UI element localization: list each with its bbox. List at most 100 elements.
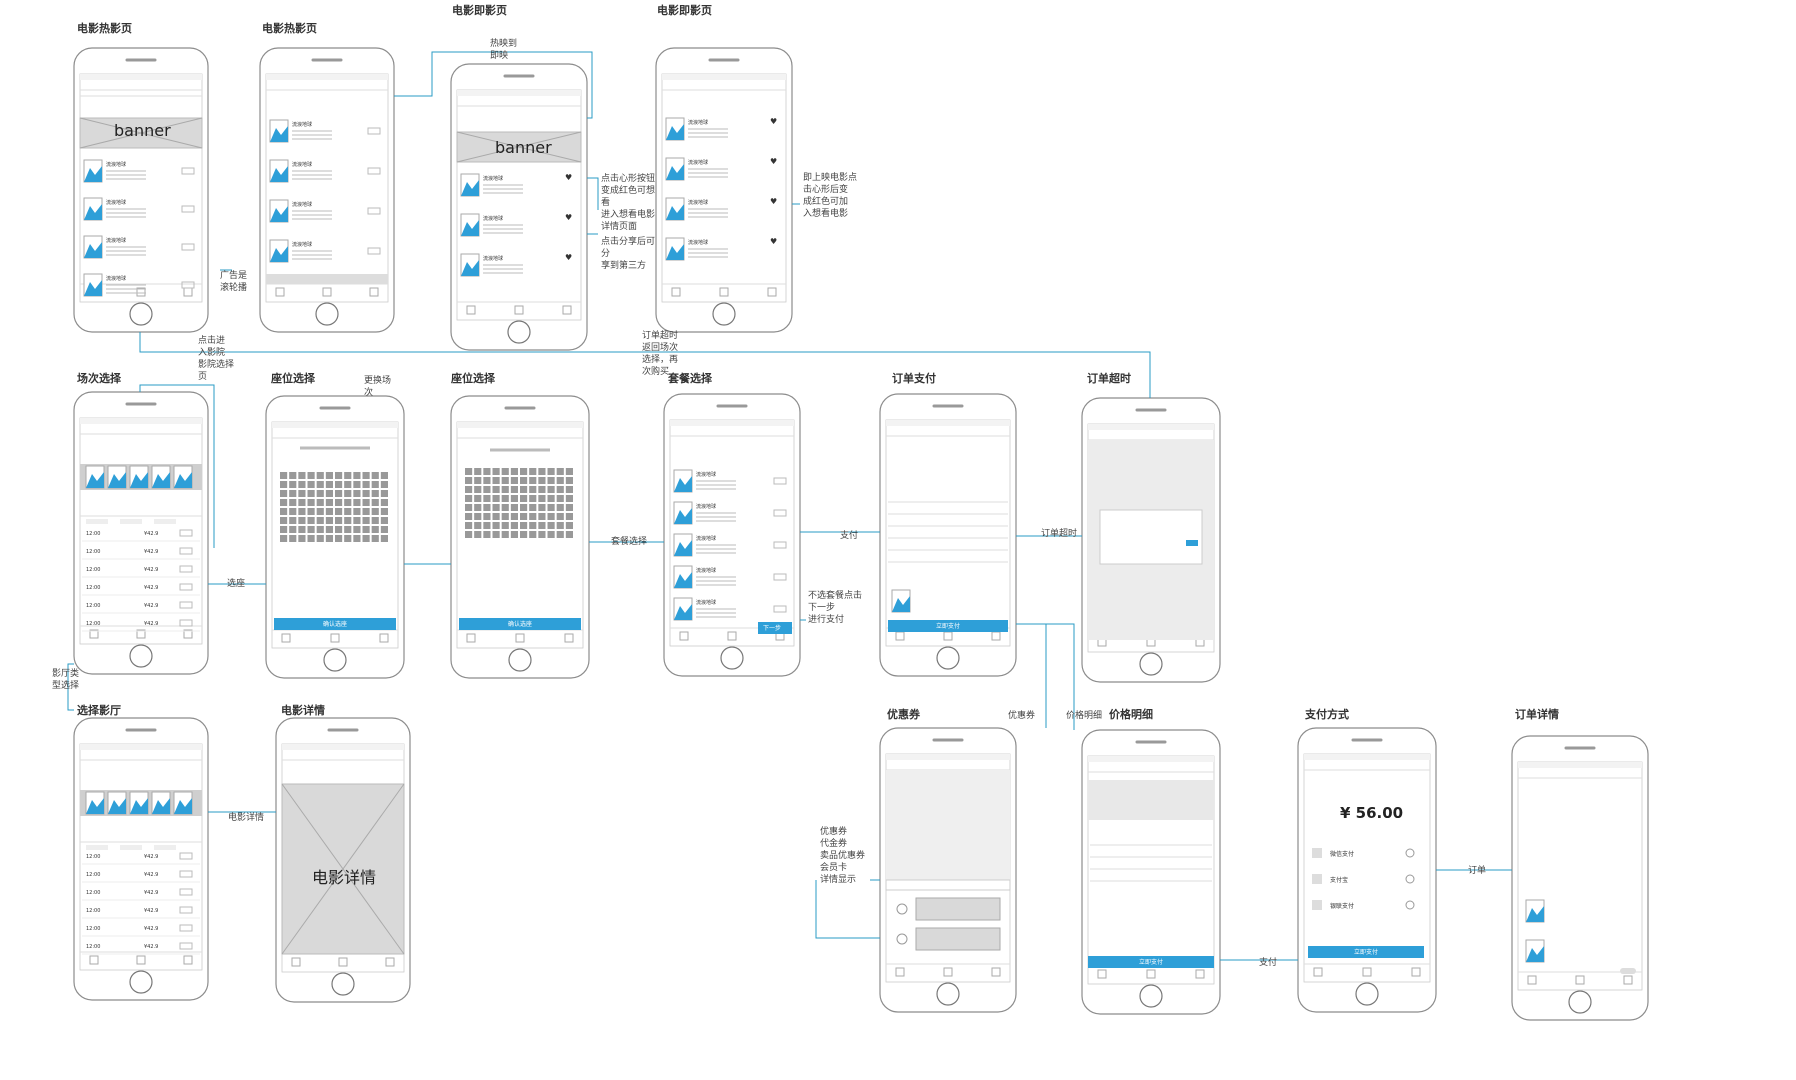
title-detail: 电影详情 bbox=[281, 704, 325, 717]
coupon-radio bbox=[896, 933, 908, 945]
paymethod-label: 银联支付 bbox=[1330, 902, 1354, 910]
seat bbox=[556, 468, 564, 475]
connector-to-price bbox=[1016, 623, 1075, 730]
seat bbox=[335, 517, 343, 524]
movie-poster-img bbox=[270, 166, 288, 182]
strip-poster-img bbox=[152, 798, 170, 814]
movie-poster-img bbox=[270, 126, 288, 142]
strip-poster-img bbox=[86, 798, 104, 814]
title-pay: 订单支付 bbox=[892, 372, 936, 385]
buy-button bbox=[181, 281, 195, 289]
paymethod-icon bbox=[1312, 900, 1322, 910]
phone-pay-statusbar bbox=[886, 420, 1010, 426]
connector-hot-coming bbox=[394, 51, 593, 119]
seat bbox=[492, 522, 500, 529]
phone-showtime-statusbar bbox=[80, 418, 202, 424]
connector-heart bbox=[587, 177, 599, 210]
phone-paymethod-statusbar bbox=[1304, 754, 1430, 760]
seat bbox=[362, 472, 370, 479]
phone-hot2-screen bbox=[265, 73, 389, 303]
showtime-price: ¥42.9 bbox=[144, 549, 158, 555]
filter-chip bbox=[154, 845, 176, 850]
seat bbox=[344, 535, 352, 542]
phone-hot1-home-button bbox=[129, 302, 153, 326]
title-price: 价格明细 bbox=[1109, 708, 1153, 721]
detail-placeholder-label: 电影详情 bbox=[312, 868, 377, 887]
phone-hot2-tab-icon bbox=[275, 287, 285, 297]
phone-seat2-tab-icon bbox=[466, 633, 476, 643]
showtime-buy-button bbox=[179, 547, 193, 555]
seat bbox=[298, 490, 306, 497]
timeout-dialog-button bbox=[1186, 540, 1198, 546]
heart-icon: ♥ bbox=[770, 197, 777, 206]
phone-cinema-screen bbox=[79, 743, 203, 971]
seat bbox=[316, 508, 324, 515]
title-coming2: 电影即影页 bbox=[657, 4, 712, 17]
seat bbox=[298, 499, 306, 506]
seat bbox=[298, 481, 306, 488]
note-click-movie: 点击进入影院影院选择页 bbox=[198, 336, 235, 382]
primary-button bbox=[1088, 956, 1214, 968]
seat bbox=[289, 535, 297, 542]
phone-price-tab-icon bbox=[1097, 969, 1107, 979]
connector-hall-type bbox=[67, 663, 74, 711]
seat bbox=[492, 531, 500, 538]
detail-cross bbox=[281, 783, 405, 955]
showtime-price: ¥42.9 bbox=[144, 926, 158, 932]
coupon-bg bbox=[886, 770, 1010, 880]
seat bbox=[335, 499, 343, 506]
seat bbox=[465, 468, 473, 475]
phone-cinema-tab-icon bbox=[183, 955, 193, 965]
seat bbox=[565, 495, 573, 502]
phone-cinema-tab-icon bbox=[89, 955, 99, 965]
strip-poster-img bbox=[108, 798, 126, 814]
seat bbox=[289, 490, 297, 497]
buy-button bbox=[367, 167, 381, 175]
buy-button bbox=[773, 477, 787, 485]
seat bbox=[380, 508, 388, 515]
seat bbox=[483, 504, 491, 511]
seat bbox=[501, 513, 509, 520]
buy-button bbox=[367, 127, 381, 135]
meal-thumb-img bbox=[892, 596, 910, 612]
seat bbox=[280, 490, 288, 497]
showtime-price: ¥42.9 bbox=[144, 890, 158, 896]
note-coupon-types: 优惠券代金券卖品优惠券会员卡详情显示 bbox=[820, 827, 866, 885]
movie-poster-img bbox=[461, 260, 479, 276]
phone-cinema-statusbar bbox=[80, 744, 202, 750]
seat bbox=[538, 495, 546, 502]
seat bbox=[483, 531, 491, 538]
note-order-timeout: 订单超时 bbox=[1041, 529, 1078, 539]
strip-poster-img bbox=[108, 472, 126, 488]
seat bbox=[510, 513, 518, 520]
phone-paymethod-tab-icon bbox=[1411, 967, 1421, 977]
seat bbox=[501, 504, 509, 511]
seat bbox=[556, 531, 564, 538]
note-coming: 即上映电影点击心形后变成红色可加入想看电影 bbox=[803, 173, 858, 219]
timeout-dialog bbox=[1099, 509, 1203, 565]
movie-name: 流浪地球 bbox=[292, 201, 312, 208]
note-pick-meal: 套餐选择 bbox=[611, 537, 648, 547]
note-movie-detail: 电影详情 bbox=[228, 813, 265, 823]
seat bbox=[362, 499, 370, 506]
seat bbox=[353, 490, 361, 497]
connector-order-expire bbox=[139, 332, 1151, 398]
seat bbox=[307, 517, 315, 524]
seat bbox=[510, 477, 518, 484]
seat bbox=[298, 517, 306, 524]
seat bbox=[353, 499, 361, 506]
strip-poster-img bbox=[86, 472, 104, 488]
phone-paymethod-home-button bbox=[1355, 982, 1379, 1006]
order-thumb-img bbox=[1526, 906, 1544, 922]
phone-price-statusbar bbox=[1088, 756, 1214, 762]
phone-detail-tab-icon bbox=[385, 957, 395, 967]
phone-paymethod-tab-icon bbox=[1313, 967, 1323, 977]
seat bbox=[280, 508, 288, 515]
seat bbox=[538, 468, 546, 475]
seat bbox=[474, 495, 482, 502]
primary-button bbox=[1308, 946, 1424, 958]
showtime-buy-button bbox=[179, 852, 193, 860]
seat bbox=[353, 517, 361, 524]
movie-poster-img bbox=[674, 604, 692, 620]
